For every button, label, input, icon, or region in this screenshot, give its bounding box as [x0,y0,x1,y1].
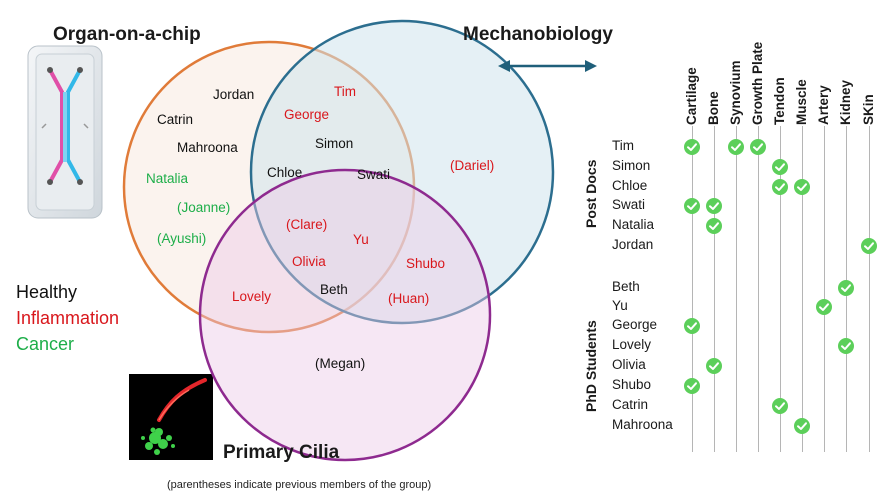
check-icon [794,418,810,434]
check-icon [838,338,854,354]
check-icon [861,238,877,254]
row-name: Simon [612,158,651,173]
check-icon [684,378,700,394]
column-line [736,126,737,452]
legend-inflammation: Inflammation [16,308,120,328]
column-label: Growth Plate [750,41,765,125]
check-icon [728,139,744,155]
column-line [780,126,781,452]
venn-name: Simon [315,136,354,151]
primary-cilia-circle [198,168,492,462]
venn-name: (Huan) [388,291,430,306]
venn-name: Natalia [146,171,189,186]
column-line [824,126,825,452]
row-name: George [612,317,658,332]
check-icon [706,358,722,374]
double-arrow [498,60,597,72]
column-label: Kidney [838,79,853,125]
venn-name: Mahroona [177,140,238,155]
mechanobiology-title: Mechanobiology [463,24,613,45]
column-line [758,126,759,452]
row-name: Yu [612,298,628,313]
venn-name: (Ayushi) [157,231,207,246]
row-name: Beth [612,279,640,294]
row-name: Chloe [612,178,648,193]
venn-name: Chloe [267,165,303,180]
venn-name: (Dariel) [450,158,495,173]
check-icon [772,159,788,175]
venn-name: Olivia [292,254,326,269]
row-name: Jordan [612,237,654,252]
column-line [802,126,803,452]
venn-name: (Clare) [286,217,328,232]
check-icon [794,179,810,195]
column-label: Muscle [794,79,809,125]
venn-name: Yu [353,232,369,247]
check-icon [816,299,832,315]
row-name: Natalia [612,217,655,232]
check-icon [684,318,700,334]
check-icon [772,179,788,195]
check-icon [684,139,700,155]
check-icon [706,218,722,234]
check-icon [684,198,700,214]
column-label: Bone [706,91,721,125]
row-name: Swati [612,197,646,212]
legend-healthy: Healthy [16,282,78,302]
mechanobiology-circle [249,19,555,325]
venn-name: Catrin [157,112,194,127]
column-label: Tendon [772,77,787,125]
venn-name: Lovely [232,289,272,304]
venn-name: George [284,107,330,122]
check-icon [772,398,788,414]
group-label: Post Docs [583,159,599,228]
check-icon [706,198,722,214]
cilia-image [129,374,213,460]
column-label: SKin [861,94,876,125]
venn-name: Tim [334,84,356,99]
venn-name: (Megan) [315,356,366,371]
check-icon [750,139,766,155]
check-icon [838,280,854,296]
venn-name: Shubo [406,256,446,271]
primary-cilia-title: Primary Cilia [223,442,340,463]
organ-chip-image [12,40,110,230]
venn-name: Jordan [213,87,255,102]
organ-on-chip-title: Organ-on-a-chip [53,24,201,45]
column-label: Synovium [728,60,743,125]
footnote: (parentheses indicate previous members o… [167,479,432,491]
legend-cancer: Cancer [16,334,75,354]
column-line [869,126,870,452]
column-label: Artery [816,85,831,125]
row-name: Catrin [612,397,649,412]
row-name: Lovely [612,337,652,352]
venn-name: (Joanne) [177,200,231,215]
row-name: Mahroona [612,417,673,432]
column-label: Cartilage [684,67,699,125]
column-line [692,126,693,452]
row-name: Shubo [612,377,652,392]
venn-name: Beth [320,282,348,297]
column-line [714,126,715,452]
row-name: Tim [612,138,634,153]
group-label: PhD Students [583,320,599,412]
row-name: Olivia [612,357,646,372]
venn-name: Swati [357,167,391,182]
